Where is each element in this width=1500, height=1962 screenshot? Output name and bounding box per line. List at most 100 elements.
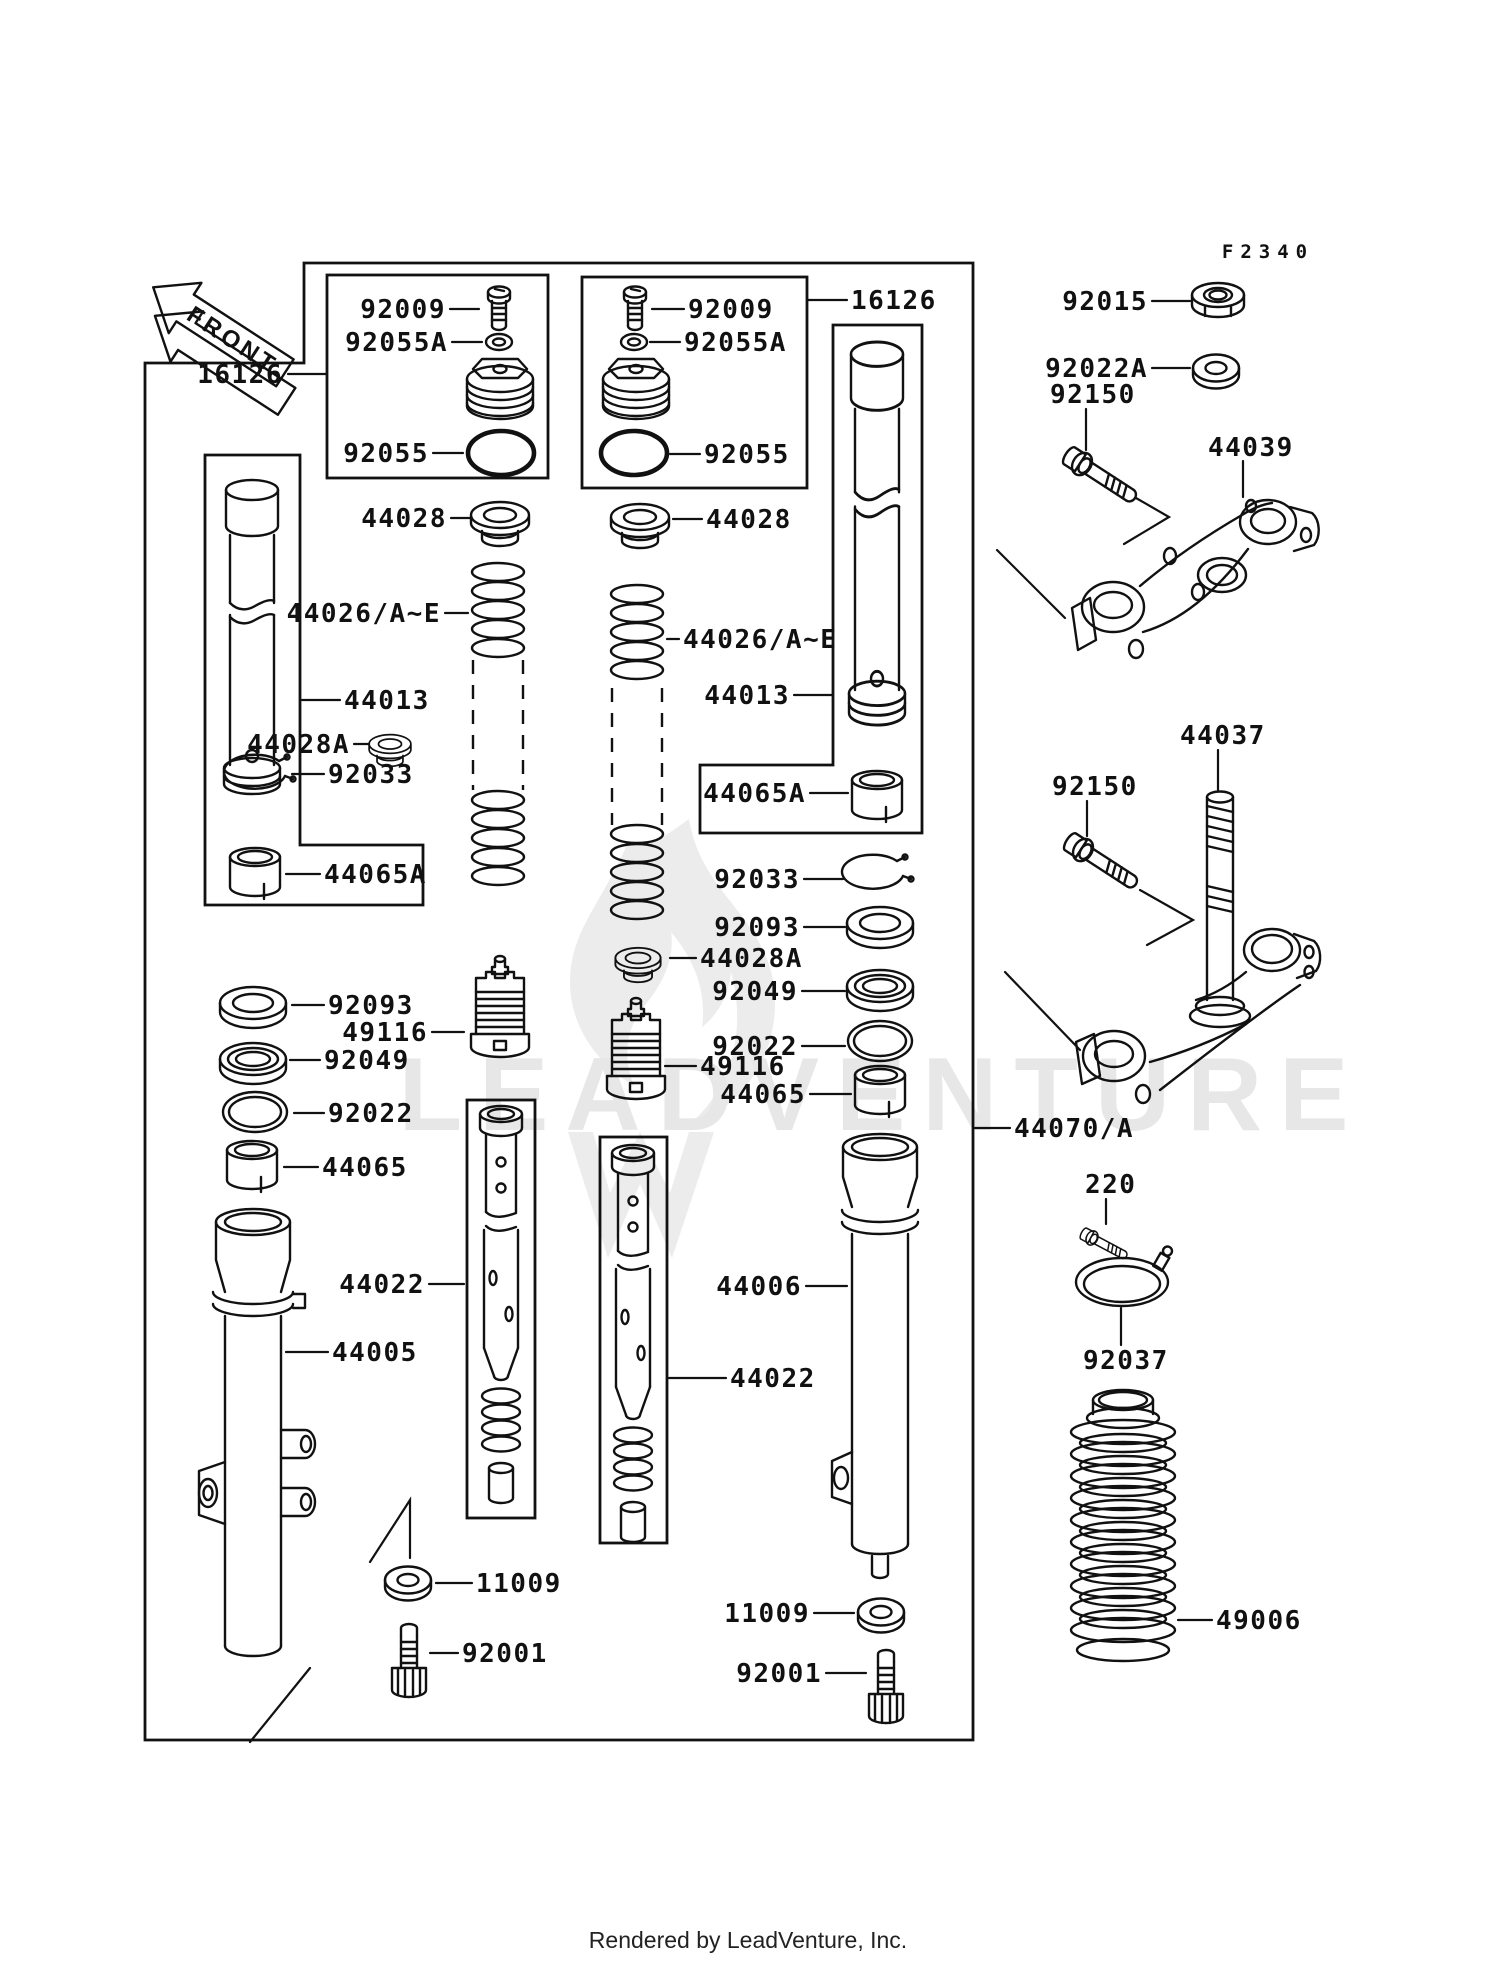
dust-seal-icon xyxy=(218,985,288,1030)
right-outer-tube: 44006 xyxy=(716,1132,920,1580)
oil-seal-icon xyxy=(218,1041,288,1086)
clamp-bolt-icon xyxy=(1059,828,1144,896)
label-16126-left: 16126 xyxy=(197,360,283,390)
label-92055A-right: 92055A xyxy=(684,328,787,358)
left-inner-tube-box xyxy=(203,453,425,907)
label-44037: 44037 xyxy=(1180,721,1266,751)
fiche-code: F2340 xyxy=(1222,241,1314,263)
clamp-bolt-icon xyxy=(1058,442,1143,510)
oil-seal-icon xyxy=(845,968,915,1013)
label-44026-right: 44026/A~E xyxy=(683,625,837,655)
label-92037: 92037 xyxy=(1083,1346,1169,1376)
left-inner-tube-assembly: 44013 44065A xyxy=(222,478,430,901)
bushing-icon xyxy=(225,1139,279,1194)
label-92093-left: 92093 xyxy=(328,991,414,1021)
label-44022-right: 44022 xyxy=(730,1364,816,1394)
right-cap-kit-box xyxy=(580,275,809,490)
right-damper-assembly: 44022 xyxy=(610,1143,816,1544)
label-44028A-right: 44028A xyxy=(700,944,803,974)
fork-spring-icon xyxy=(470,561,526,659)
label-44039: 44039 xyxy=(1208,433,1294,463)
label-44005: 44005 xyxy=(332,1338,418,1368)
label-92022A: 92022A xyxy=(1045,354,1148,384)
oring-inner xyxy=(227,1095,283,1129)
frame-boxes xyxy=(143,261,975,1742)
label-44065-left: 44065 xyxy=(322,1153,408,1183)
steering-stem-hardware: 92015 92022A 92150 44039 xyxy=(995,281,1322,1663)
oring-inner xyxy=(852,1024,908,1058)
label-44022-left: 44022 xyxy=(339,1270,425,1300)
callout-44070A: 44070/A xyxy=(973,1114,1134,1144)
front-direction-arrow: FRONT xyxy=(152,281,297,416)
label-92049-left: 92049 xyxy=(324,1046,410,1076)
left-spring-column: 44028 44026/A~E xyxy=(287,500,531,887)
label-44065A-left: 44065A xyxy=(324,860,427,890)
boot-clamp xyxy=(1074,1245,1174,1308)
left-damper-box xyxy=(465,1098,537,1520)
spring-continuation-dashes xyxy=(471,660,525,790)
label-44026-left: 44026/A~E xyxy=(287,599,441,629)
label-92001-right: 92001 xyxy=(736,1659,822,1689)
left-damper-assembly: 44022 xyxy=(339,1104,524,1505)
damper-rod-icon xyxy=(478,1104,524,1505)
callout-16126-left: 16126 xyxy=(197,360,329,390)
label-49116-right: 49116 xyxy=(700,1052,786,1082)
label-44028-right: 44028 xyxy=(706,505,792,535)
label-92150-lower: 92150 xyxy=(1052,772,1138,802)
stem-washer xyxy=(1191,353,1241,390)
watermark-text: LEADVENTURE xyxy=(398,1037,1365,1153)
right-cap-kit: 92009 92055A 92055 xyxy=(598,285,790,478)
label-92033-right: 92033 xyxy=(714,865,800,895)
fork-cap-plug-icon xyxy=(465,357,535,421)
label-92055-right: 92055 xyxy=(704,440,790,470)
label-44006: 44006 xyxy=(716,1272,802,1302)
assembly-ref-label: 44070/A xyxy=(1014,1114,1134,1144)
label-49116-left: 49116 xyxy=(342,1018,428,1048)
fork-spring-lower-icon xyxy=(470,789,526,887)
fork-cap-plug-icon xyxy=(601,357,671,421)
label-92055-left: 92055 xyxy=(343,439,429,469)
left-cap-kit: 92009 92055A 92055 xyxy=(343,285,537,478)
label-92055A-left: 92055A xyxy=(345,328,448,358)
stem-nut xyxy=(1190,281,1246,319)
footer-credit: Rendered by LeadVenture, Inc. xyxy=(589,1927,907,1953)
oring-icon xyxy=(846,1019,914,1063)
label-92022-left: 92022 xyxy=(328,1099,414,1129)
label-220: 220 xyxy=(1085,1170,1136,1200)
spring-seat-icon xyxy=(469,500,531,548)
right-inner-tube-assembly: 44013 44065A xyxy=(703,340,907,824)
screw-icon xyxy=(486,285,512,332)
oring-icon xyxy=(465,428,537,478)
inner-tube-icon xyxy=(847,340,907,727)
drain-screw-icon xyxy=(390,1622,428,1699)
left-outer-tube: 44005 xyxy=(197,1207,418,1744)
right-seal-stack: 92033 92093 92049 92022 44065 xyxy=(712,853,915,1119)
oring-icon xyxy=(221,1090,289,1134)
right-bottom-hardware: 11009 92001 xyxy=(724,1597,906,1725)
label-44065A-right: 44065A xyxy=(703,779,806,809)
right-inner-tube-box xyxy=(698,323,924,835)
fork-boot xyxy=(1069,1388,1177,1663)
leadventure-watermark: LEADVENTURE xyxy=(398,819,1365,1258)
bushing-icon xyxy=(850,769,904,824)
label-92001-left: 92001 xyxy=(462,1639,548,1669)
label-11009-right: 11009 xyxy=(724,1599,810,1629)
label-49006: 49006 xyxy=(1216,1606,1302,1636)
small-oring-icon xyxy=(484,332,514,352)
label-44028-left: 44028 xyxy=(361,504,447,534)
washer-icon xyxy=(856,1597,906,1634)
label-44013-left: 44013 xyxy=(344,686,430,716)
label-92093-right: 92093 xyxy=(714,913,800,943)
left-bottom-hardware: 11009 92001 xyxy=(368,1496,562,1699)
washer-icon xyxy=(383,1565,433,1602)
middle-spring-column: 44028 44026/A~E 44028A 49116 xyxy=(605,502,837,1101)
label-92009-right: 92009 xyxy=(688,295,774,325)
lower-triple-clamp-stem xyxy=(1003,790,1322,1105)
label-92150-upper: 92150 xyxy=(1050,380,1136,410)
label-11009-left: 11009 xyxy=(476,1569,562,1599)
damper-rod-icon xyxy=(610,1143,656,1544)
fork-spring-icon xyxy=(609,583,665,681)
spring-continuation-dashes xyxy=(610,688,664,825)
label-16126-right: 16126 xyxy=(851,286,937,316)
